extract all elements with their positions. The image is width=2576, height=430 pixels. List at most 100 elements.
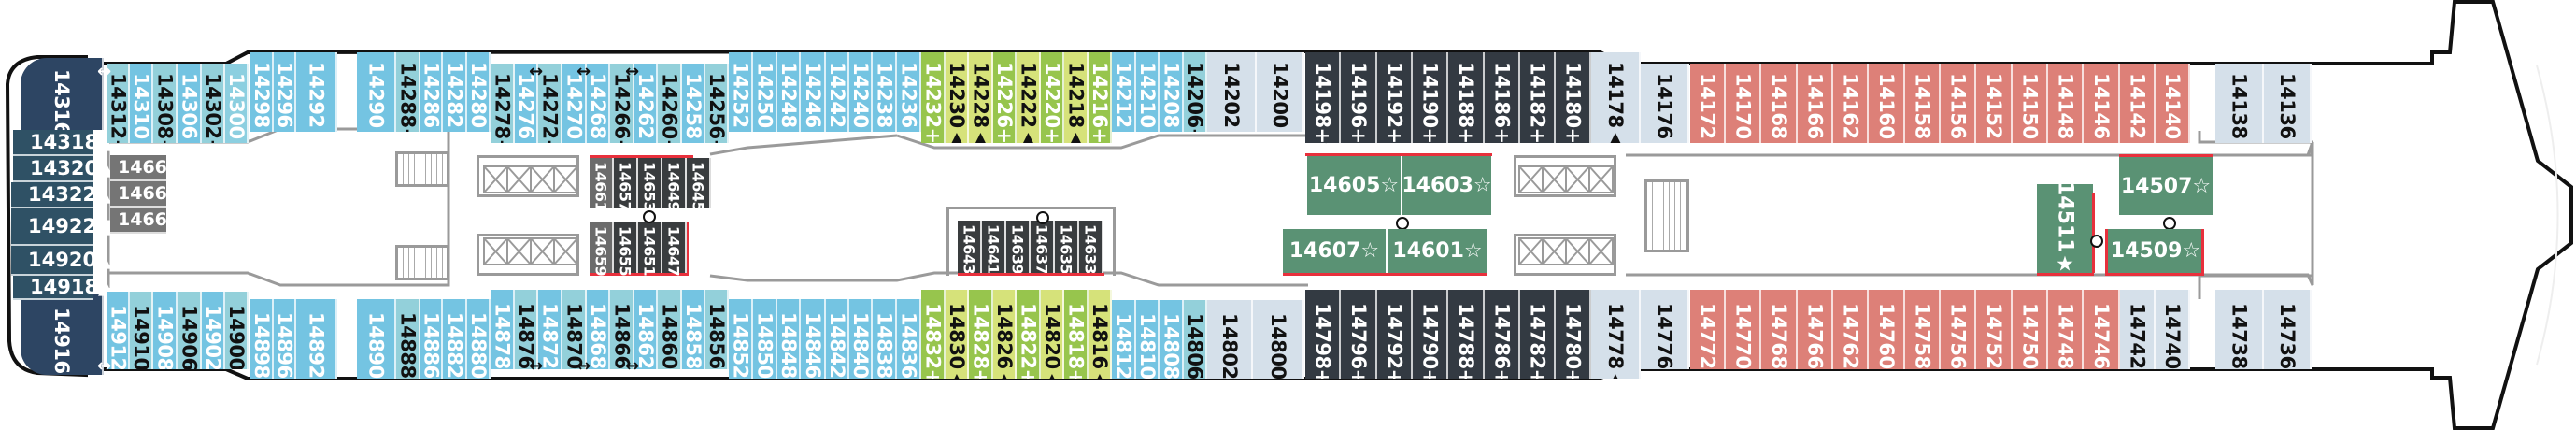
cabin-14820[interactable]: 14820▲ [1041,290,1064,379]
cabin-14920[interactable]: 14920▲ [11,246,111,276]
cabin-14760[interactable]: 14760 [1869,290,1905,369]
cabin-14822[interactable]: 14822+ [1017,290,1041,379]
cabin-14816[interactable]: 14816▲ [1089,290,1112,379]
cabin-14890[interactable]: 14890■ [357,299,396,379]
cabin-14240[interactable]: 14240▲ [849,52,873,132]
cabin-14196[interactable]: 14196+ [1341,52,1377,143]
cabin-14906[interactable]: 14906+ [178,292,202,369]
cabin-14156[interactable]: 14156▲ [1941,64,1976,143]
cabin-14246[interactable]: 14246▲ [801,52,826,132]
cabin-14200[interactable]: 14200▲ [1257,52,1304,132]
cabin-14768[interactable]: 14768 [1761,290,1798,369]
cabin-14736[interactable]: 14736▲ [2264,290,2312,369]
cabin-14858[interactable]: 14858▲ [682,290,705,369]
cabin-14788[interactable]: 14788+ [1448,290,1485,379]
cabin-14268[interactable]: 14268▲ [587,64,610,143]
cabin-14868[interactable]: 14868▲ [587,290,610,369]
cabin-14276[interactable]: 14276▲□ [515,64,538,143]
cabin-14292[interactable]: 14292■ [296,52,337,132]
cabin-14796[interactable]: 14796+ [1341,290,1377,379]
cabin-14870[interactable]: 14870+ [562,290,587,369]
cabin-14266[interactable]: 14266+ [610,64,634,143]
cabin-14878[interactable]: 14878▲□ [491,290,515,369]
cabin-14856[interactable]: 14856+□ [705,290,729,369]
cabin-14655[interactable]: 14655+ [614,222,638,288]
cabin-14842[interactable]: 14842▲ [826,299,849,379]
cabin-14752[interactable]: 14752▲ [1976,290,2013,369]
cabin-14270[interactable]: 14270▲ [562,64,587,143]
cabin-14236[interactable]: 14236▲ [897,52,921,132]
cabin-14840[interactable]: 14840▲ [849,299,873,379]
cabin-14876[interactable]: 14876+□ [515,290,538,369]
cabin-14202[interactable]: 14202▲ [1207,52,1257,132]
cabin-14792[interactable]: 14792+ [1377,290,1413,379]
cabin-14172[interactable]: 14172▲ [1690,64,1726,143]
cabin-14659[interactable]: 14659 [590,222,614,276]
cabin-14667[interactable]: 14667 [110,208,179,234]
cabin-14798[interactable]: 14798+ [1305,290,1341,379]
cabin-14312[interactable]: 14312+ [107,64,130,143]
cabin-14852[interactable]: 14852▲□ [729,299,753,379]
cabin-14290[interactable]: 14290■ [357,52,396,132]
cabin-14832[interactable]: 14832+ [921,290,946,379]
suite-14511[interactable]: 14511★ [2037,181,2093,276]
cabin-14916[interactable]: 14916+ [21,294,104,375]
cabin-14272[interactable]: 14272+ [538,64,562,143]
cabin-14158[interactable]: 14158 [1905,64,1941,143]
cabin-14756[interactable]: 14756▲ [1941,290,1976,369]
cabin-14308[interactable]: 14308+ [153,64,178,143]
cabin-14310[interactable]: 14310▲ [130,64,153,143]
cabin-14168[interactable]: 14168 [1761,64,1798,143]
cabin-14896[interactable]: 14896▲ [274,299,296,379]
cabin-14900[interactable]: 14900+□ [225,292,249,369]
cabin-14758[interactable]: 14758 [1905,290,1941,369]
cabin-14288[interactable]: 14288+ [396,52,420,132]
cabin-14238[interactable]: 14238▲ [873,52,897,132]
cabin-14828[interactable]: 14828+ [969,290,993,379]
cabin-14192[interactable]: 14192+ [1377,52,1413,143]
cabin-14298[interactable]: 14298▲□ [250,52,274,132]
cabin-14220[interactable]: 14220+ [1041,52,1064,143]
cabin-14866[interactable]: 14866+ [610,290,634,369]
cabin-14316[interactable]: 14316+ [21,58,104,130]
cabin-14150[interactable]: 14150 [2013,64,2048,143]
cabin-14250[interactable]: 14250▲ [753,52,777,132]
cabin-14778[interactable]: 14778▲ [1591,290,1641,379]
cabin-14780[interactable]: 14780+ [1556,290,1591,379]
cabin-14639[interactable]: 14639+ [1006,221,1031,286]
cabin-14146[interactable]: 14146▲ [2084,64,2120,143]
cabin-14748[interactable]: 14748 [2048,290,2084,369]
cabin-14252[interactable]: 14252▲□ [729,52,753,132]
cabin-14278[interactable]: 14278+□ [491,64,515,143]
cabin-14750[interactable]: 14750 [2013,290,2048,369]
cabin-14912[interactable]: 14912▲ [107,292,130,369]
cabin-14180[interactable]: 14180+ [1556,52,1591,143]
cabin-14282[interactable]: 14282▲ [443,52,467,132]
cabin-14838[interactable]: 14838▲ [873,299,897,379]
cabin-14742[interactable]: 14742▲ [2120,290,2156,369]
suite-14605[interactable]: 14605☆ [1307,156,1401,215]
cabin-14772[interactable]: 14772▲ [1690,290,1726,369]
cabin-14810[interactable]: 14810▲ [1136,300,1160,379]
cabin-14862[interactable]: 14862▲ [634,290,658,369]
cabin-14322[interactable]: 14322▲ [11,182,111,208]
cabin-14886[interactable]: 14886▲ [420,299,443,379]
cabin-14645[interactable]: 14645+ [687,158,711,223]
cabin-14262[interactable]: 14262▲ [634,64,658,143]
cabin-14186[interactable]: 14186+ [1485,52,1520,143]
cabin-14898[interactable]: 14898▲□ [250,299,274,379]
cabin-14910[interactable]: 14910+ [130,292,153,369]
cabin-14228[interactable]: 14228▲ [969,52,993,143]
cabin-14643[interactable]: 14643+ [958,221,982,286]
cabin-14860[interactable]: 14860+ [658,290,682,369]
cabin-14762[interactable]: 14762▲ [1833,290,1869,369]
cabin-14300[interactable]: 14300▲□ [225,64,249,143]
cabin-14148[interactable]: 14148 [2048,64,2084,143]
cabin-14637[interactable]: 14637+ [1031,221,1055,286]
cabin-14790[interactable]: 14790+ [1413,290,1448,379]
cabin-14649[interactable]: 14649+ [662,158,687,223]
cabin-14826[interactable]: 14826▲ [993,290,1017,379]
cabin-14633[interactable]: 14633+ [1079,221,1103,286]
cabin-14786[interactable]: 14786+ [1485,290,1520,379]
cabin-14880[interactable]: 14880▲ [467,299,491,379]
